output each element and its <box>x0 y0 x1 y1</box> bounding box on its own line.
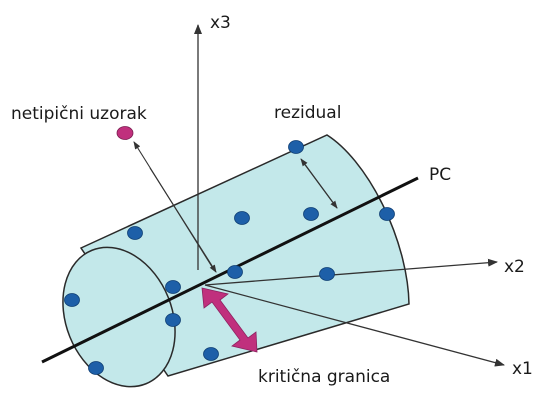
outlier-point <box>116 126 134 140</box>
data-point <box>319 267 335 281</box>
x3-label: x3 <box>210 13 231 33</box>
outlier-projection-arrow-tail <box>149 167 217 273</box>
x2-axis <box>204 258 498 286</box>
outlier-label: netipični uzorak <box>11 104 147 124</box>
data-point <box>64 293 80 307</box>
data-point <box>127 226 143 240</box>
data-point <box>165 313 181 327</box>
data-point <box>227 265 243 279</box>
data-point <box>303 207 319 221</box>
pc-label: PC <box>429 165 451 185</box>
data-point <box>234 211 250 225</box>
data-point <box>379 207 395 221</box>
residual-arrow-reverse <box>300 158 338 209</box>
data-point <box>288 140 304 154</box>
data-point <box>88 361 104 375</box>
data-point <box>203 347 219 361</box>
critical-boundary-label: kritična granica <box>258 367 390 387</box>
data-point <box>165 280 181 294</box>
cylinder-left-cap <box>62 246 176 388</box>
data-points <box>64 140 395 375</box>
x2-label: x2 <box>504 257 525 277</box>
residual-label: rezidual <box>274 103 341 123</box>
x1-axis <box>204 284 505 367</box>
x1-label: x1 <box>512 359 533 379</box>
critical-boundary-arrow <box>201 287 258 353</box>
